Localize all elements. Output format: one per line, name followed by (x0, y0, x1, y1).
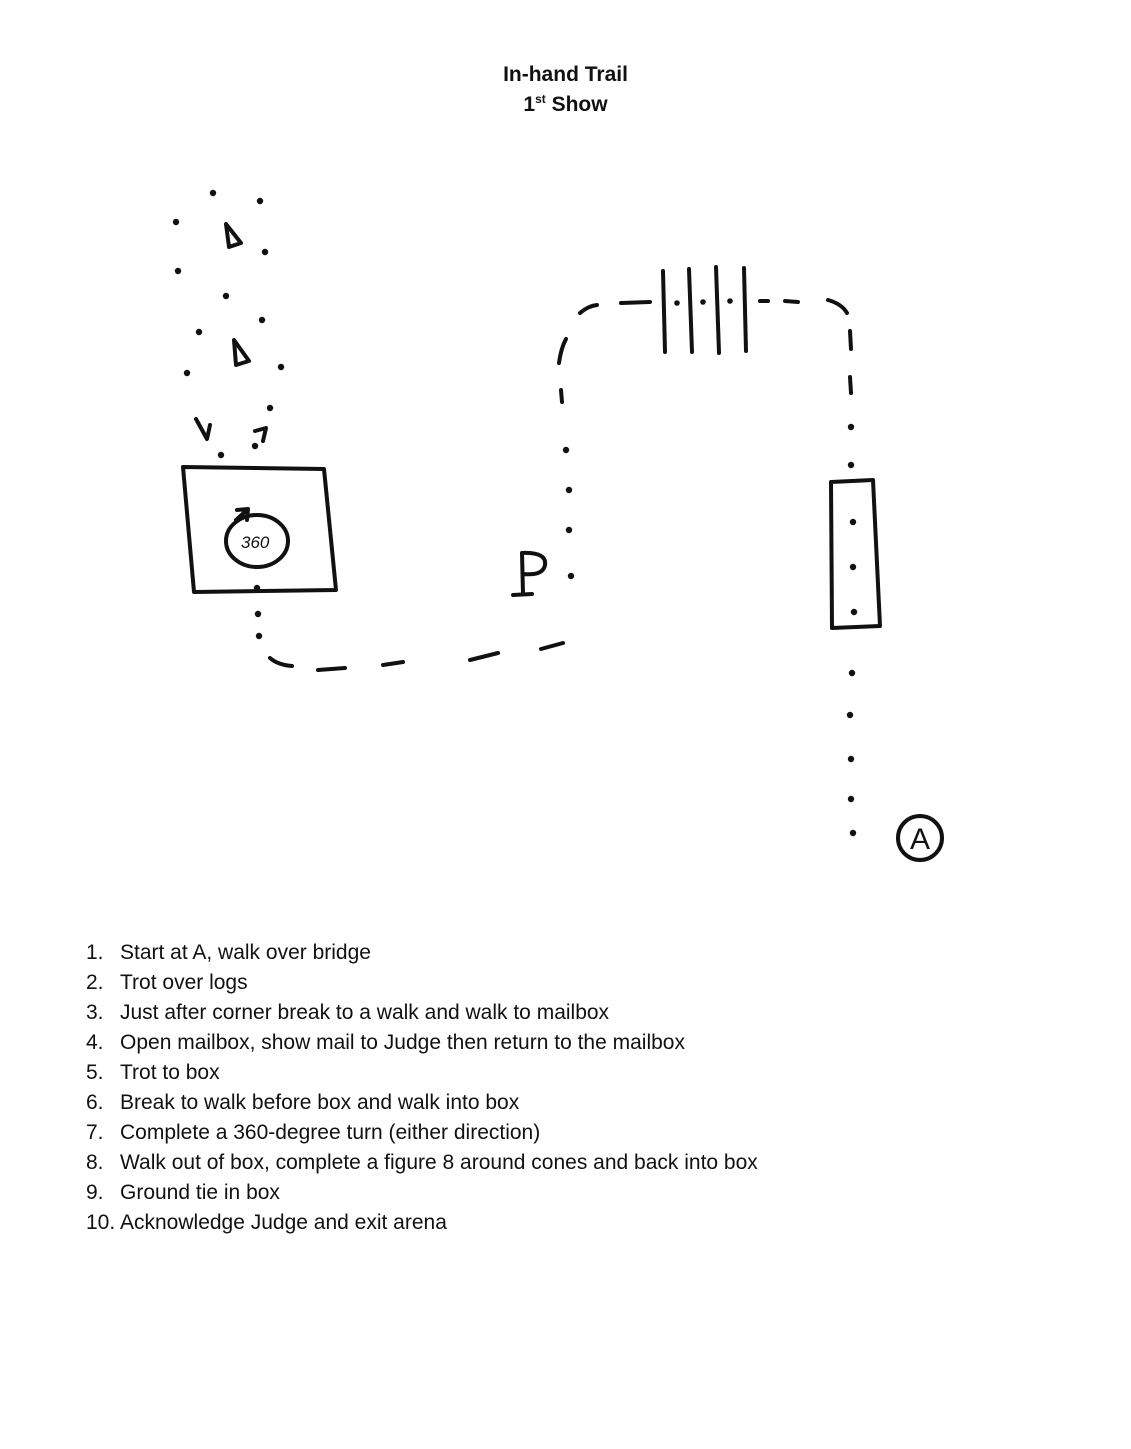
instruction-text: Break to walk before box and walk into b… (120, 1091, 520, 1114)
instruction-text: Walk out of box, complete a figure 8 aro… (120, 1151, 758, 1174)
page-title: In-hand Trail (503, 63, 628, 86)
instruction-text: Open mailbox, show mail to Judge then re… (120, 1031, 685, 1054)
subtitle-number: 1 (523, 93, 536, 116)
subtitle-suffix: st (535, 92, 546, 106)
trail-pattern-diagram: 360 (172, 189, 944, 862)
instruction-text: Start at A, walk over bridge (120, 941, 371, 964)
mailbox-icon (511, 550, 548, 597)
page-subtitle: 1st Show (0, 90, 1131, 120)
start-label: A (910, 823, 930, 856)
instruction-number: 5. (86, 1061, 104, 1084)
instruction-number: 2. (86, 971, 104, 994)
instruction-number: 8. (86, 1151, 104, 1174)
box-label: 360 (241, 533, 270, 552)
logs-obstacle (661, 265, 748, 355)
instruction-text: Complete a 360-degree turn (either direc… (120, 1121, 541, 1144)
instruction-number: 4. (86, 1031, 104, 1054)
turn-360-icon: 360 (224, 507, 290, 569)
title-block: In-hand Trail 1st Show (0, 60, 1131, 120)
instruction-item: 4. Open mailbox, show mail to Judge then … (86, 1028, 758, 1058)
instruction-item: 6. Break to walk before box and walk into… (86, 1088, 758, 1118)
cone-icon (232, 338, 251, 367)
instruction-number: 6. (86, 1091, 104, 1114)
path-logs-to-bridge (758, 298, 855, 469)
path-start-to-bridge (846, 669, 857, 837)
path-mailbox-to-logs (557, 300, 652, 580)
instruction-number: 1. (86, 941, 104, 964)
instruction-text: Just after corner break to a walk and wa… (120, 1001, 610, 1024)
instruction-number: 7. (86, 1121, 104, 1144)
instruction-item: 2. Trot over logs (86, 968, 758, 998)
instruction-number: 10. (86, 1211, 116, 1234)
box-obstacle (181, 465, 338, 594)
figure-eight-path (172, 189, 285, 459)
figure-eight-arrows (194, 417, 268, 443)
instruction-item: 1. Start at A, walk over bridge (86, 938, 758, 968)
instruction-text: Acknowledge Judge and exit arena (120, 1211, 447, 1234)
instruction-item: 7. Complete a 360-degree turn (either dir… (86, 1118, 758, 1148)
instruction-number: 3. (86, 1001, 104, 1024)
start-marker: A (896, 814, 944, 862)
bridge-obstacle (829, 478, 882, 630)
path-box-to-mailbox (253, 584, 565, 672)
instruction-item: 10.Acknowledge Judge and exit arena (86, 1208, 758, 1238)
instruction-item: 5. Trot to box (86, 1058, 758, 1088)
subtitle-rest: Show (545, 93, 608, 116)
instruction-text: Trot over logs (120, 971, 248, 994)
instruction-text: Trot to box (120, 1061, 220, 1084)
instruction-item: 9. Ground tie in box (86, 1178, 758, 1208)
instruction-text: Ground tie in box (120, 1181, 280, 1204)
instruction-item: 8. Walk out of box, complete a figure 8 a… (86, 1148, 758, 1178)
instruction-number: 9. (86, 1181, 104, 1204)
cone-icon (224, 222, 243, 249)
instruction-item: 3. Just after corner break to a walk and … (86, 998, 758, 1028)
instructions-list: 1. Start at A, walk over bridge 2. Trot ov… (86, 938, 758, 1238)
